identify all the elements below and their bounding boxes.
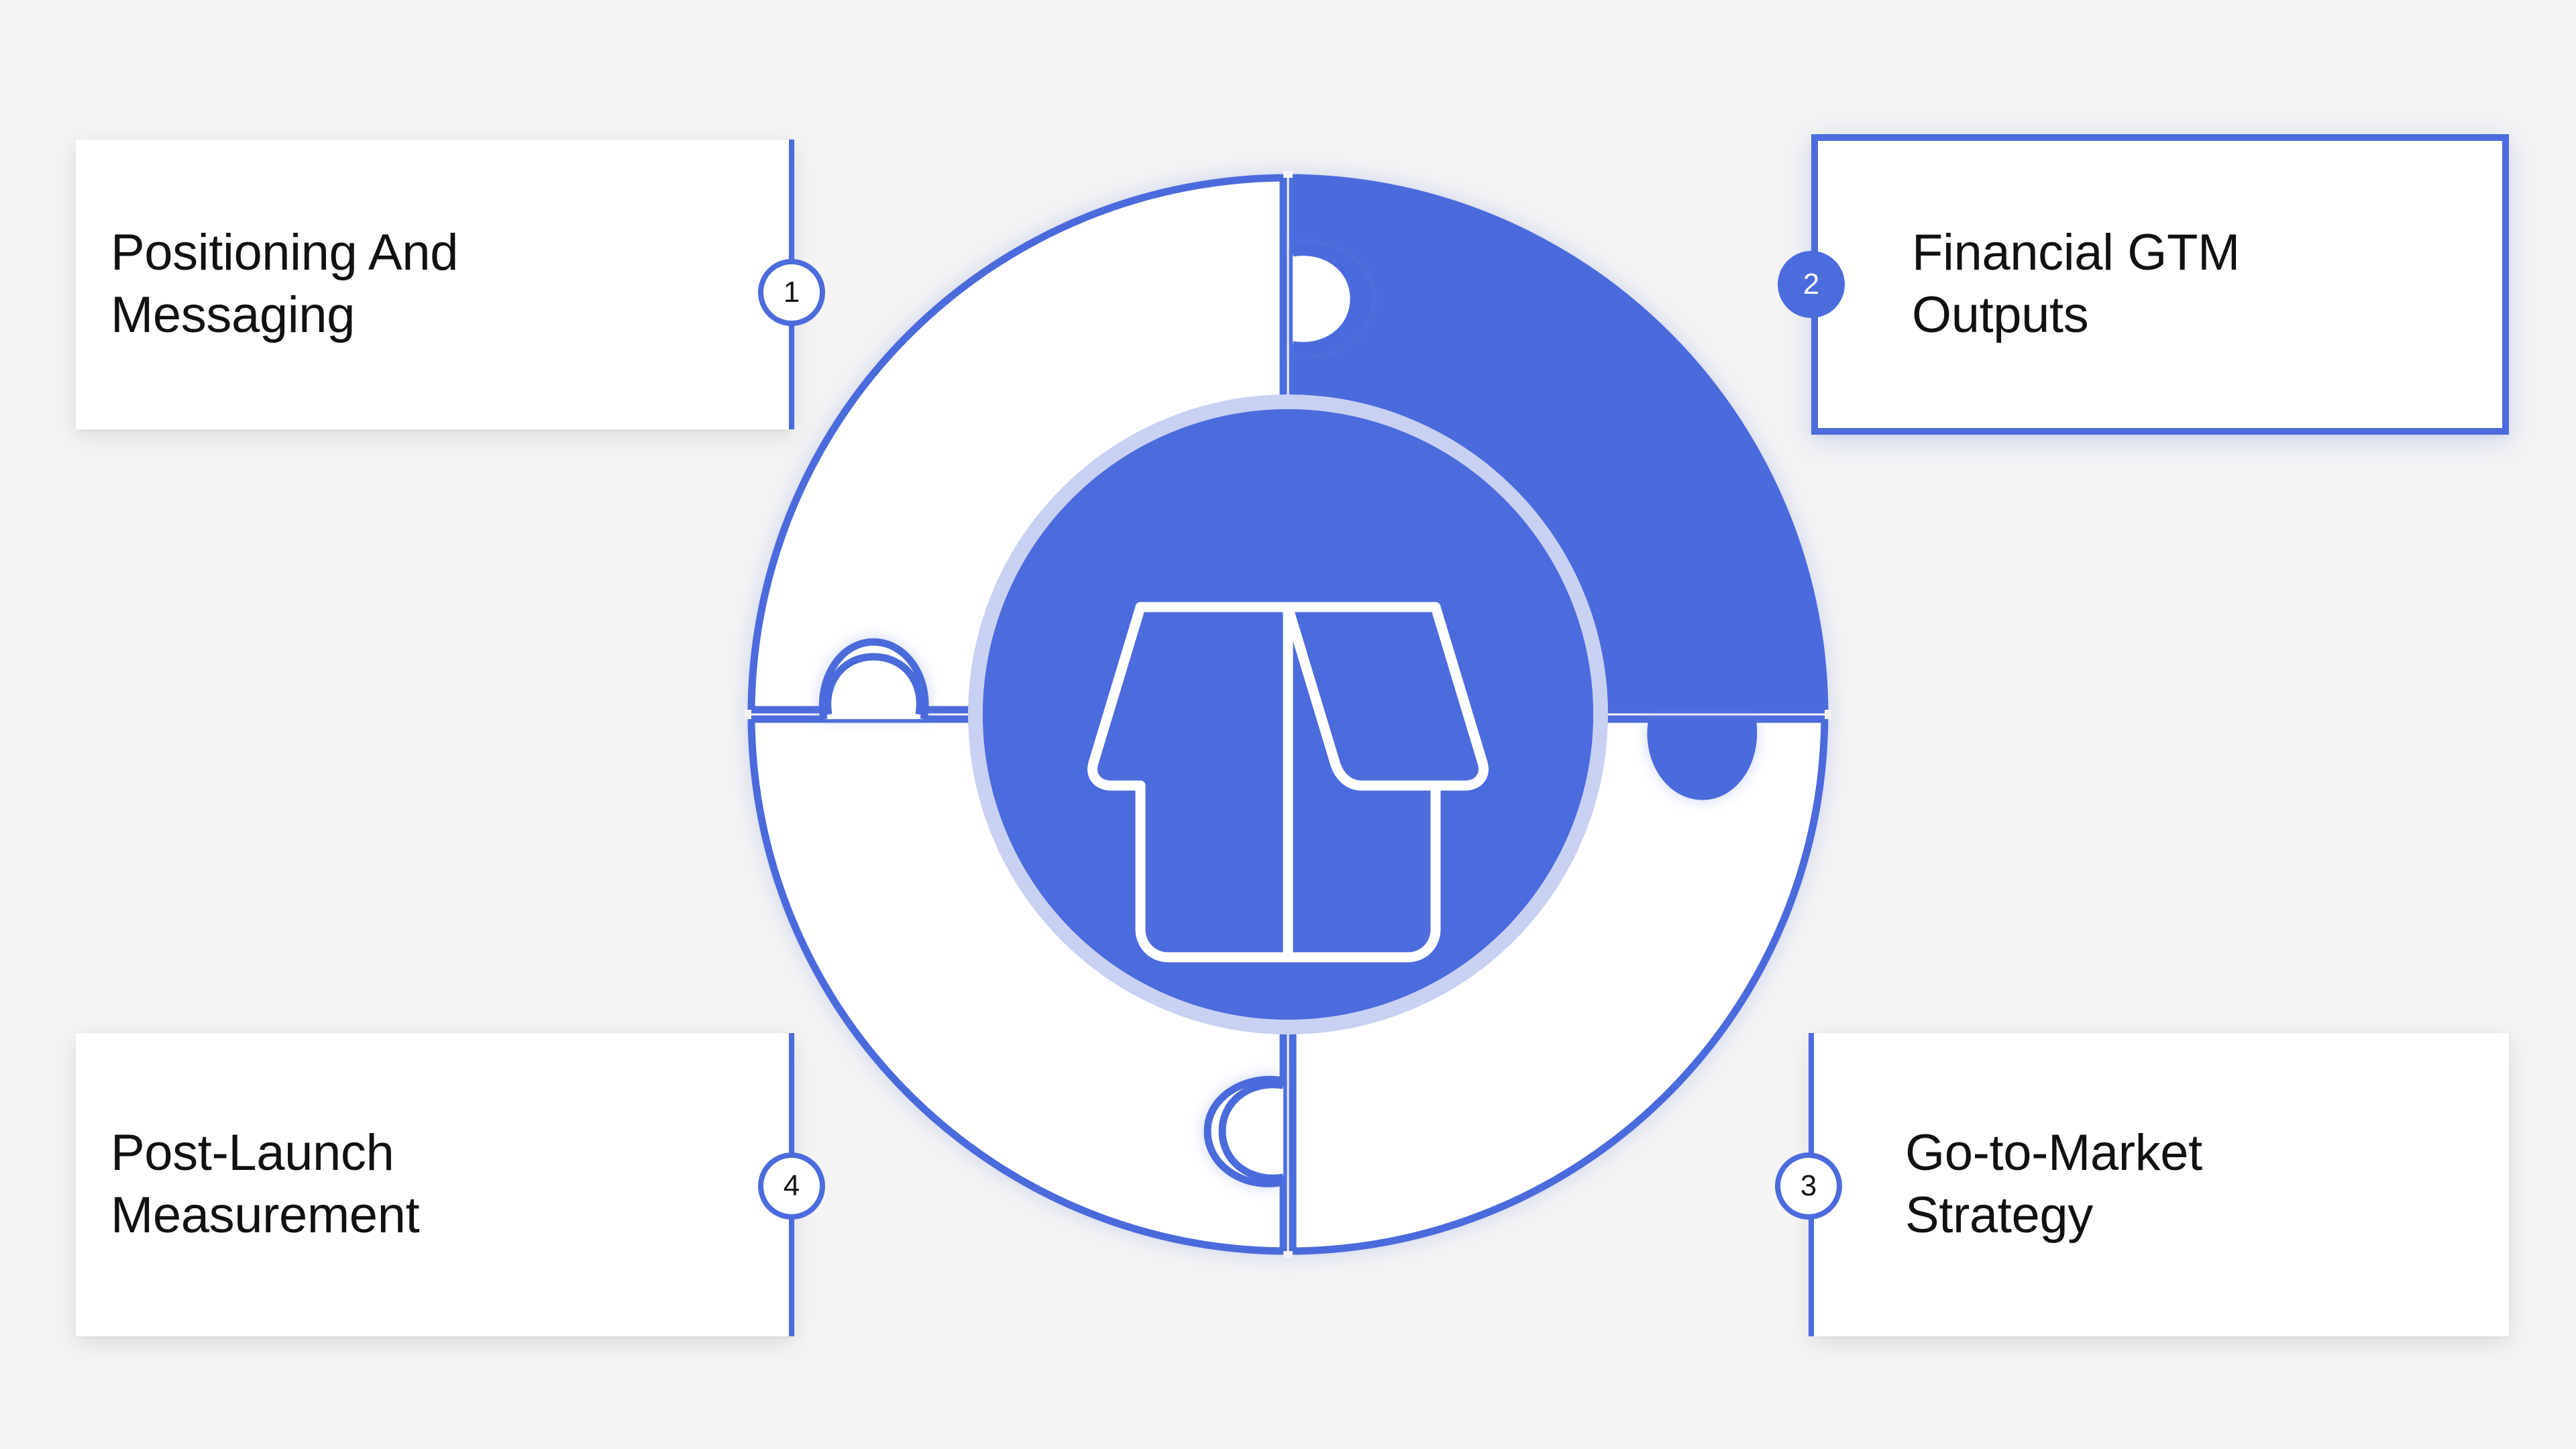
puzzle-knob-bottom [1203, 1075, 1285, 1187]
step-badge-1-number: 1 [783, 276, 800, 309]
step-card-3-label: Go-to-Market Strategy [1905, 1124, 2202, 1244]
step-card-2-label: Financial GTM Outputs [1912, 224, 2240, 343]
puzzle-knob-right [1647, 718, 1758, 800]
step-card-4-label: Post-Launch Measurement [111, 1124, 420, 1244]
circular-puzzle-wheel [671, 97, 1905, 1332]
step-card-1-label: Positioning And Messaging [111, 224, 458, 343]
step-badge-1[interactable]: 1 [758, 259, 825, 326]
puzzle-knob-top [1291, 243, 1373, 355]
step-card-1[interactable]: Positioning And Messaging [76, 140, 794, 429]
puzzle-knob-left [818, 638, 929, 720]
ring-segment-4 [747, 714, 1288, 1255]
step-card-4[interactable]: Post-Launch Measurement [76, 1033, 794, 1336]
inner-disc-halo [968, 394, 1608, 1034]
storefront-icon [1087, 602, 1489, 963]
step-card-3[interactable]: Go-to-Market Strategy [1811, 1033, 2509, 1336]
step-badge-4-number: 4 [783, 1169, 800, 1202]
step-badge-2-number: 2 [1803, 268, 1820, 301]
step-badge-4[interactable]: 4 [758, 1152, 825, 1220]
step-badge-3-number: 3 [1800, 1169, 1817, 1202]
step-card-2[interactable]: Financial GTM Outputs [1811, 134, 2509, 435]
step-badge-2[interactable]: 2 [1778, 251, 1845, 318]
step-badge-3[interactable]: 3 [1775, 1152, 1842, 1220]
